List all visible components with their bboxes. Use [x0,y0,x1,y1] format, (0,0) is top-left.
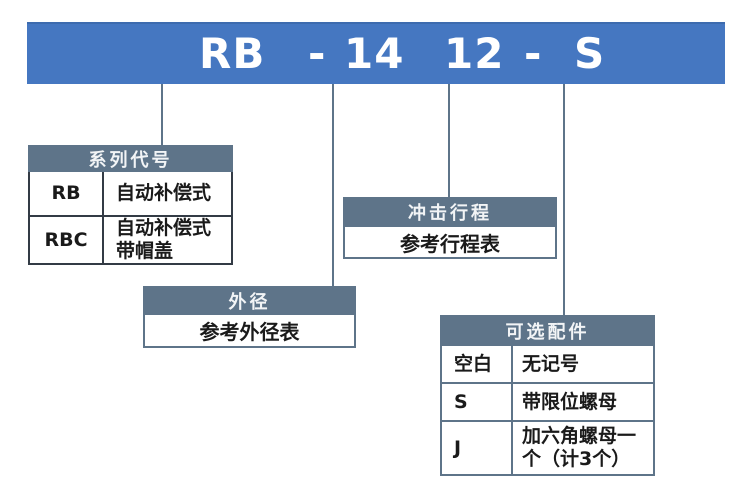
model-segment-option: S [574,29,606,78]
model-segment-diameter: 14 [344,29,405,78]
series-code-rbc: RBC [30,217,104,263]
option-code-s: S [442,384,513,420]
outer-diameter-table-title: 外径 [143,286,356,315]
connector-line-stroke [448,84,450,197]
series-table-title: 系列代号 [28,145,233,172]
model-code-banner: RB - 14 12 - S [27,22,725,84]
table-row: RB 自动补偿式 [30,172,231,215]
options-table-body: 空白 无记号 S 带限位螺母 J 加六角螺母一 个（计3个） [442,344,653,474]
table-row: RBC 自动补偿式 带帽盖 [30,215,231,263]
table-row: 空白 无记号 [442,344,653,382]
table-row: J 加六角螺母一 个（计3个） [442,420,653,474]
stroke-table-title: 冲击行程 [343,197,557,227]
stroke-table-note: 参考行程表 [343,227,557,259]
connector-line-outer-diameter [332,84,334,286]
option-desc-s: 带限位螺母 [522,390,618,413]
connector-line-options [563,84,565,315]
model-segment-dash-1: - [308,29,327,78]
outer-diameter-table: 外径 参考外径表 [143,286,356,348]
series-code-rb: RB [30,172,104,215]
series-code-table: 系列代号 RB 自动补偿式 RBC 自动补偿式 带帽盖 [28,145,233,265]
option-desc-j: 加六角螺母一 个（计3个） [522,425,637,470]
model-segment-stroke: 12 [444,29,505,78]
option-code-blank: 空白 [442,346,513,382]
model-segment-dash-2: - [524,29,543,78]
outer-diameter-table-note: 参考外径表 [143,315,356,348]
options-table: 可选配件 空白 无记号 S 带限位螺母 J 加六角螺母一 个（计3个） [440,315,655,476]
series-desc-rbc: 自动补偿式 带帽盖 [116,217,212,262]
table-row: S 带限位螺母 [442,382,653,420]
model-segment-series: RB [199,29,266,78]
series-desc-rb: 自动补偿式 [116,182,212,204]
connector-line-series [161,84,163,145]
series-table-body: RB 自动补偿式 RBC 自动补偿式 带帽盖 [28,172,233,265]
options-table-title: 可选配件 [442,317,653,344]
stroke-table: 冲击行程 参考行程表 [343,197,557,259]
option-code-j: J [442,422,513,474]
option-desc-blank: 无记号 [522,352,580,375]
